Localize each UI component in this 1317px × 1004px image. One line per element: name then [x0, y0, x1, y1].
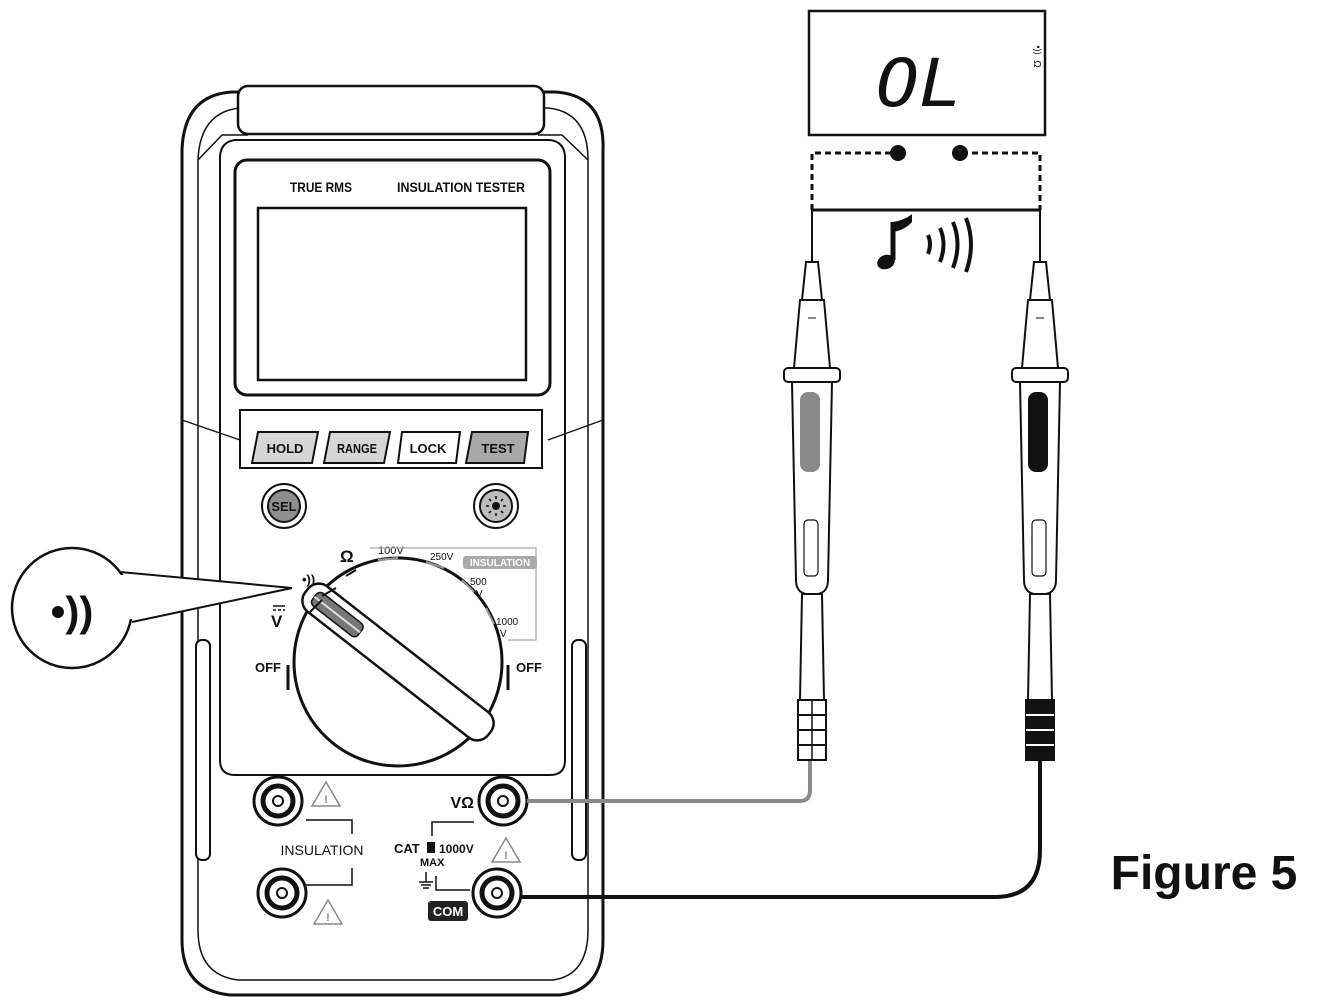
- com-label: COM: [428, 901, 468, 921]
- com-bracket: [435, 876, 470, 891]
- insulation-jack-label: INSULATION: [281, 842, 364, 858]
- multimeter: TRUE RMS INSULATION TESTER HOLD RANGE LO…: [180, 84, 605, 997]
- svg-text:!: !: [504, 850, 508, 862]
- black-test-probe: [1011, 210, 1069, 761]
- red-test-probe: [783, 210, 841, 761]
- svg-text:HOLD: HOLD: [267, 441, 304, 456]
- figure-label: Figure 5: [1111, 847, 1298, 900]
- insulation-jack-bracket-top: [306, 819, 353, 834]
- display-ohm-unit: Ω: [1031, 60, 1042, 68]
- dial-off-left: OFF: [255, 660, 281, 675]
- warning-triangle-icon: !: [312, 898, 344, 925]
- dial-label-dc-volt: V: [271, 605, 285, 631]
- continuity-callout-symbol: •)): [51, 588, 94, 635]
- vohm-jack[interactable]: [477, 775, 529, 827]
- cat-bracket: [431, 821, 474, 836]
- dial-label-continuity: •)): [302, 572, 315, 587]
- test-circuit-open-right: [962, 151, 1042, 210]
- dial-off-right: OFF: [516, 660, 542, 675]
- sun-icon: [486, 496, 506, 516]
- black-lead-wire: [521, 760, 1042, 899]
- svg-text:SEL: SEL: [271, 499, 296, 514]
- cat-rating: 1000V: [439, 842, 474, 856]
- holster-inner-line: [197, 107, 589, 981]
- com-jack[interactable]: [471, 867, 523, 919]
- cat-label: CAT: [394, 841, 420, 856]
- insulation-range-tag: INSULATION: [463, 556, 537, 569]
- brand-true-rms: TRUE RMS: [290, 179, 352, 195]
- insulation-bracket: [370, 547, 537, 641]
- beep-sound-waves-icon: [926, 217, 973, 273]
- open-contact-right: [952, 145, 968, 161]
- hold-button[interactable]: HOLD: [250, 431, 320, 464]
- svg-text:!: !: [324, 794, 328, 806]
- warning-triangle-icon: !: [490, 836, 522, 863]
- corner-left: [197, 134, 248, 161]
- svg-text:RANGE: RANGE: [337, 441, 377, 456]
- range-button[interactable]: RANGE: [322, 431, 392, 464]
- reading-display: OL •)) Ω: [807, 9, 1047, 137]
- backlight-button[interactable]: [473, 483, 519, 529]
- dial-label-1000: 1000: [496, 617, 519, 628]
- dial-label-500: 500: [470, 577, 487, 588]
- dial-knob[interactable]: [297, 578, 500, 746]
- svg-text:!: !: [326, 912, 330, 924]
- svg-text:LOCK: LOCK: [410, 441, 447, 456]
- dial-label-ohm: Ω: [340, 547, 354, 566]
- dial-label-100v: 100V: [378, 545, 404, 557]
- red-lead-wire: [527, 760, 812, 803]
- svg-text:TEST: TEST: [481, 441, 514, 456]
- dial-label-1000-unit: V: [500, 629, 507, 640]
- vohm-label: VΩ: [451, 795, 475, 812]
- test-button[interactable]: TEST: [464, 431, 530, 464]
- insulation-jack-top[interactable]: [252, 775, 304, 827]
- lock-button[interactable]: LOCK: [396, 431, 462, 464]
- display-beep-indicator: •)): [1033, 45, 1043, 54]
- corner-right: [538, 134, 589, 161]
- music-note-icon: [877, 214, 912, 270]
- svg-text:V: V: [271, 612, 283, 631]
- cat-rating-mark: [427, 842, 435, 853]
- insulation-jack-bottom[interactable]: [256, 867, 308, 919]
- max-label: MAX: [420, 857, 445, 869]
- display-reading: OL: [876, 45, 962, 122]
- sel-button[interactable]: SEL: [261, 483, 307, 529]
- continuity-callout: •)): [10, 546, 293, 670]
- dial-label-250v: 250V: [430, 552, 454, 563]
- warning-triangle-icon: !: [310, 780, 342, 807]
- rotary-dial[interactable]: [286, 556, 510, 768]
- open-contact-left: [890, 145, 906, 161]
- test-circuit-open-left: [810, 151, 896, 210]
- svg-text:INSULATION: INSULATION: [470, 558, 530, 569]
- grip-slot-left: [195, 639, 211, 861]
- svg-text:COM: COM: [433, 904, 463, 919]
- dial-label-500-unit: V: [476, 589, 483, 600]
- grip-slot-right: [571, 639, 587, 861]
- insulation-jack-bracket-bottom: [306, 868, 353, 886]
- top-bumper: [236, 84, 546, 136]
- lcd-screen: [256, 206, 528, 382]
- brand-insulation-tester: INSULATION TESTER: [397, 179, 525, 195]
- ground-icon: [419, 872, 433, 889]
